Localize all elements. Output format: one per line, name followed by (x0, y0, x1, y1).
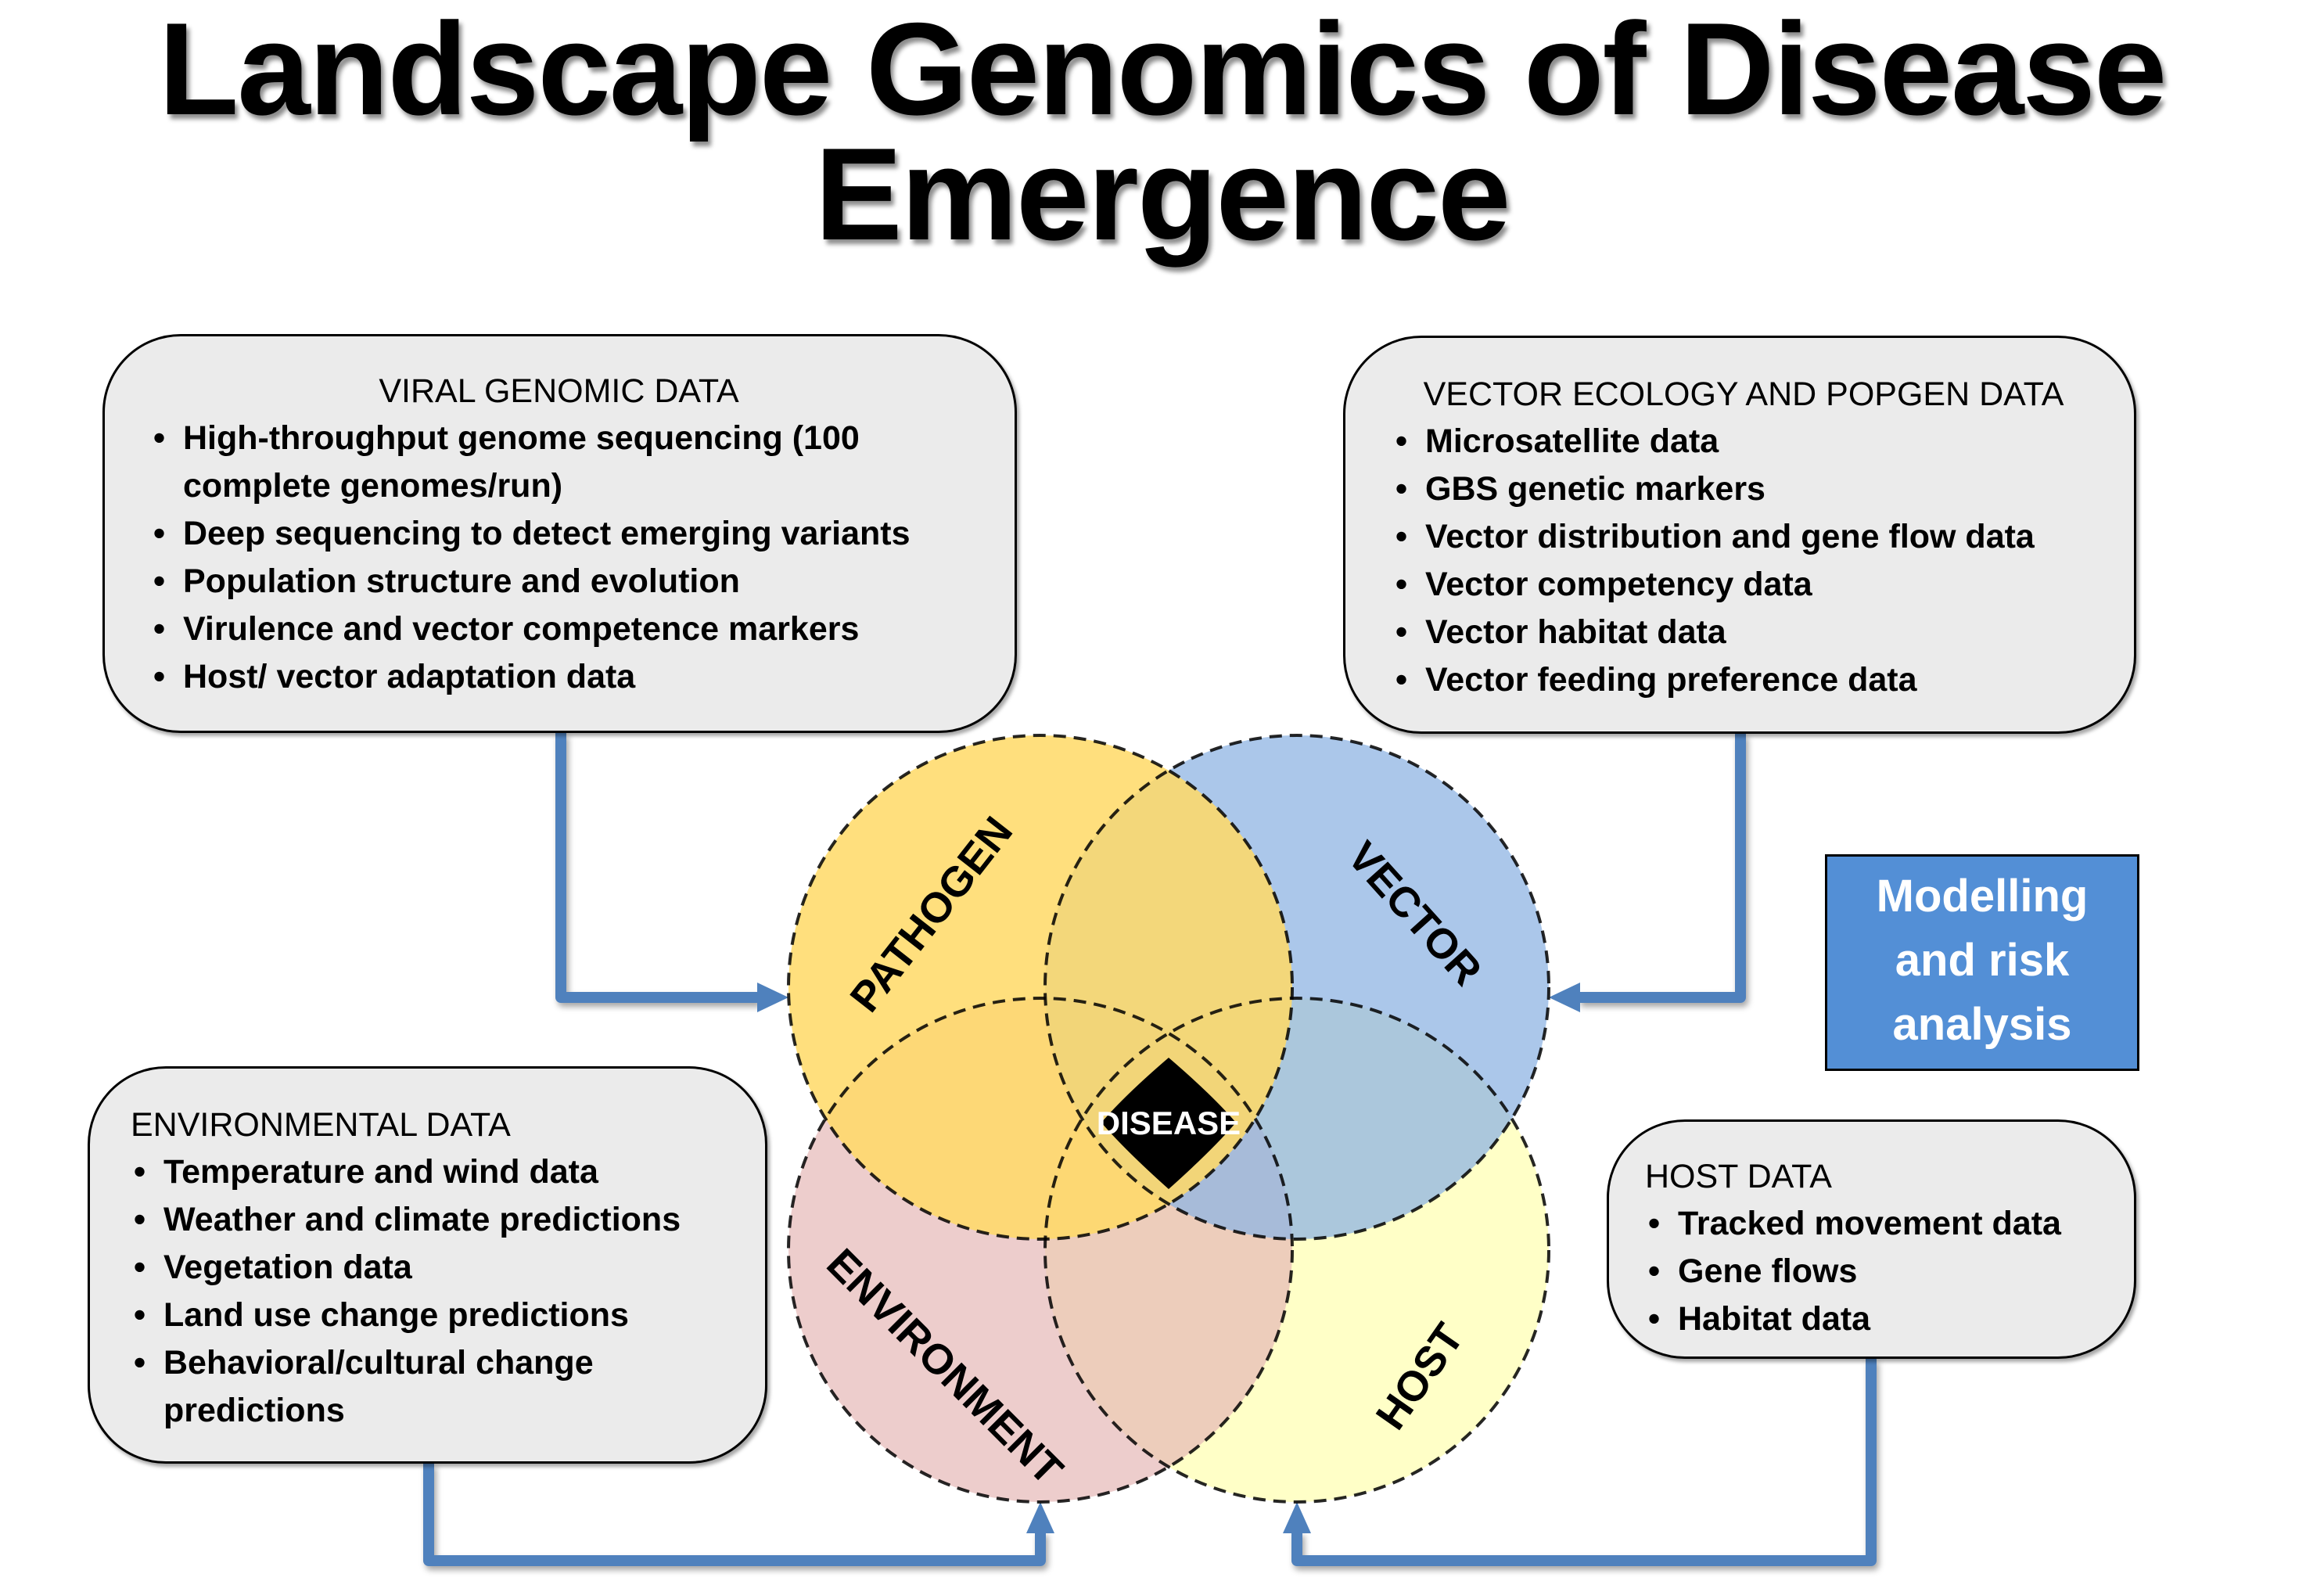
environment-arrowhead (1026, 1502, 1054, 1533)
modelling-line: analysis (1892, 999, 2072, 1050)
host-arrowhead (1283, 1502, 1311, 1533)
list-item: Temperature and wind data (131, 1148, 734, 1196)
environment-box-list: Temperature and wind data Weather and cl… (131, 1148, 734, 1435)
environment-arrow (423, 1464, 1046, 1566)
list-item: Virulence and vector competence markers (150, 605, 968, 653)
list-item: Habitat data (1645, 1295, 2110, 1343)
vector-circle-outline (1043, 734, 1550, 1241)
list-item: Weather and climate predictions (131, 1196, 734, 1244)
list-item: Microsatellite data (1392, 418, 2095, 465)
list-item: Vector distribution and gene flow data (1392, 513, 2095, 561)
list-item: Gene flows (1645, 1248, 2110, 1295)
modelling-line: Modelling (1876, 871, 2089, 922)
list-item: Deep sequencing to detect emerging varia… (150, 510, 968, 558)
host-data-box: HOST DATA Tracked movement data Gene flo… (1607, 1119, 2136, 1359)
host-box-list: Tracked movement data Gene flows Habitat… (1645, 1200, 2110, 1343)
list-item: Vector habitat data (1392, 609, 2095, 656)
disease-label: DISEASE (1097, 1105, 1241, 1141)
host-arrow (1291, 1359, 1877, 1566)
list-item: Land use change predictions (131, 1292, 734, 1339)
title-line-1: Landscape Genomics of Disease (158, 0, 2168, 142)
list-item: Vegetation data (131, 1244, 734, 1292)
host-box-heading: HOST DATA (1645, 1158, 1832, 1195)
list-item: Vector competency data (1392, 561, 2095, 609)
vector-arrow (1579, 734, 1746, 1003)
vector-box-list: Microsatellite data GBS genetic markers … (1392, 418, 2095, 704)
modelling-line: and risk (1895, 935, 2070, 986)
list-item: Tracked movement data (1645, 1200, 2110, 1248)
title-line-2: Emergence (814, 120, 1511, 268)
environmental-data-box: ENVIRONMENTAL DATA Temperature and wind … (88, 1066, 767, 1464)
host-circle-outline (1043, 997, 1550, 1504)
viral-arrow (555, 733, 759, 1003)
viral-genomic-data-box: VIRAL GENOMIC DATA High-throughput genom… (102, 334, 1017, 733)
vector-ecology-box: VECTOR ECOLOGY AND POPGEN DATA Microsate… (1343, 336, 2136, 734)
list-item: Behavioral/cultural change predictions (131, 1339, 734, 1435)
list-item: High-throughput genome sequencing (100 c… (150, 415, 968, 510)
list-item: GBS genetic markers (1392, 465, 2095, 513)
viral-box-list: High-throughput genome sequencing (100 c… (150, 415, 968, 701)
viral-arrowhead (757, 983, 788, 1012)
list-item: Vector feeding preference data (1392, 656, 2095, 704)
pathogen-circle-outline (787, 734, 1294, 1241)
list-item: Population structure and evolution (150, 558, 968, 605)
vector-arrowhead (1549, 983, 1580, 1012)
environment-circle-outline (787, 997, 1294, 1504)
vector-box-heading: VECTOR ECOLOGY AND POPGEN DATA (1423, 375, 2064, 413)
list-item: Host/ vector adaptation data (150, 653, 968, 701)
viral-box-heading: VIRAL GENOMIC DATA (379, 372, 739, 410)
environment-box-heading: ENVIRONMENTAL DATA (131, 1106, 511, 1144)
disease-diamond (1101, 1058, 1236, 1189)
modelling-risk-analysis-box: Modelling and risk analysis (1825, 854, 2139, 1071)
